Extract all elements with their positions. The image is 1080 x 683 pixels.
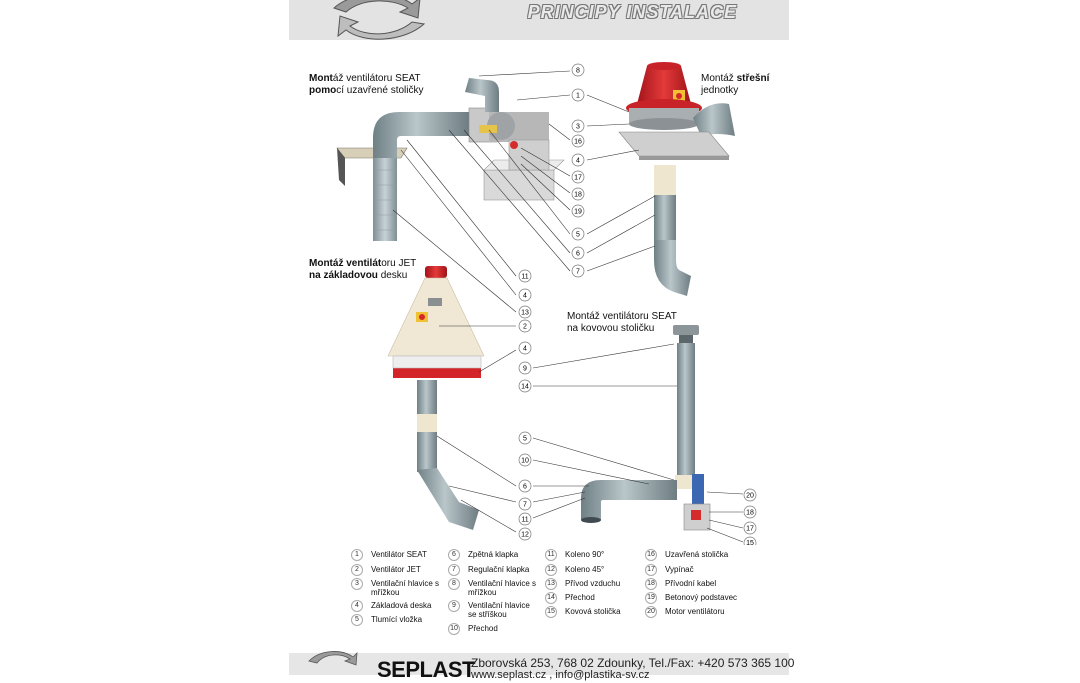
svg-text:12: 12 [521, 532, 529, 539]
callout-8: 8 [571, 63, 585, 77]
svg-text:11: 11 [521, 274, 528, 281]
caption-jet: Montáž ventilátoru JET na základovou des… [309, 258, 417, 281]
callout-16: 16 [571, 134, 585, 148]
callout-markers: 8 1 3 16 4 17 18 19 5 6 7 11 4 13 2 4 9 … [518, 63, 757, 545]
jet-assembly [387, 266, 485, 530]
callout-10: 10 [518, 453, 532, 467]
leader-lines [392, 70, 744, 543]
callout-6b: 6 [518, 479, 532, 493]
svg-text:19: 19 [574, 209, 582, 216]
callout-4c: 4 [518, 341, 532, 355]
svg-text:11: 11 [521, 517, 528, 524]
callout-3: 3 [571, 119, 585, 133]
callout-5: 5 [571, 227, 585, 241]
callout-11: 11 [518, 269, 532, 283]
svg-text:16: 16 [574, 139, 582, 146]
callout-17: 17 [571, 170, 585, 184]
svg-text:13: 13 [521, 310, 529, 317]
callout-4: 4 [571, 153, 585, 167]
roof-unit-assembly [618, 62, 735, 296]
svg-text:18: 18 [746, 510, 754, 517]
svg-text:15: 15 [746, 540, 754, 545]
installation-illustration: 8 1 3 16 4 17 18 19 5 6 7 11 4 13 2 4 9 … [336, 62, 757, 545]
svg-text:5: 5 [576, 232, 580, 239]
callout-11b: 11 [518, 512, 532, 526]
svg-text:5: 5 [523, 436, 527, 443]
callout-5b: 5 [518, 431, 532, 445]
callout-12: 12 [518, 527, 532, 541]
header-band: PRINCIPY INSTALACE [289, 0, 789, 40]
svg-text:7: 7 [523, 502, 527, 509]
svg-text:7: 7 [576, 269, 580, 276]
svg-text:8: 8 [576, 68, 580, 75]
svg-text:4: 4 [523, 293, 527, 300]
svg-text:6: 6 [523, 484, 527, 491]
svg-text:6: 6 [576, 251, 580, 258]
seat-metal-assembly [581, 325, 711, 531]
callout-13: 13 [518, 305, 532, 319]
svg-text:2: 2 [523, 324, 527, 331]
caption-seat-closed: Montáž ventilátoru SEAT pomocí uzavřené … [309, 73, 424, 96]
callout-1: 1 [571, 88, 585, 102]
seplast-footer-logo-icon [308, 651, 358, 666]
footer-address: Zborovská 253, 768 02 Zdounky, Tel./Fax:… [471, 656, 795, 670]
callout-15: 15 [743, 536, 757, 545]
callout-2: 2 [518, 319, 532, 333]
svg-text:17: 17 [746, 526, 754, 533]
svg-text:14: 14 [521, 384, 529, 391]
page-title: PRINCIPY INSTALACE [527, 2, 737, 22]
svg-text:4: 4 [523, 346, 527, 353]
callout-4b: 4 [518, 288, 532, 302]
caption-roof-unit: Montáž střešní jednotky [701, 73, 770, 96]
callout-6: 6 [571, 246, 585, 260]
svg-text:9: 9 [523, 366, 527, 373]
svg-text:4: 4 [576, 158, 580, 165]
callout-18: 18 [571, 187, 585, 201]
footer-band: SEPLAST Zborovská 253, 768 02 Zdounky, T… [289, 651, 794, 682]
seat-closed-assembly [336, 78, 565, 241]
callout-20: 20 [743, 488, 757, 502]
svg-text:3: 3 [576, 124, 580, 131]
footer-web-link[interactable]: www.seplast.cz , info@plastika-sv.cz [471, 669, 650, 681]
callout-7: 7 [571, 264, 585, 278]
callout-14: 14 [518, 379, 532, 393]
callout-18b: 18 [743, 505, 757, 519]
callout-19: 19 [571, 204, 585, 218]
svg-text:20: 20 [746, 493, 754, 500]
svg-text:17: 17 [574, 175, 582, 182]
callout-17b: 17 [743, 521, 757, 535]
caption-seat-metal: Montáž ventilátoru SEAT na kovovou stoli… [567, 311, 677, 334]
footer-brand: SEPLAST [377, 657, 475, 682]
svg-text:1: 1 [576, 93, 580, 100]
callout-9: 9 [518, 361, 532, 375]
seplast-logo-icon [333, 0, 426, 40]
callout-7b: 7 [518, 497, 532, 511]
svg-text:10: 10 [521, 458, 529, 465]
document-page: PRINCIPY INSTALACE Montáž ventilátoru SE… [289, 0, 794, 682]
svg-text:18: 18 [574, 192, 582, 199]
